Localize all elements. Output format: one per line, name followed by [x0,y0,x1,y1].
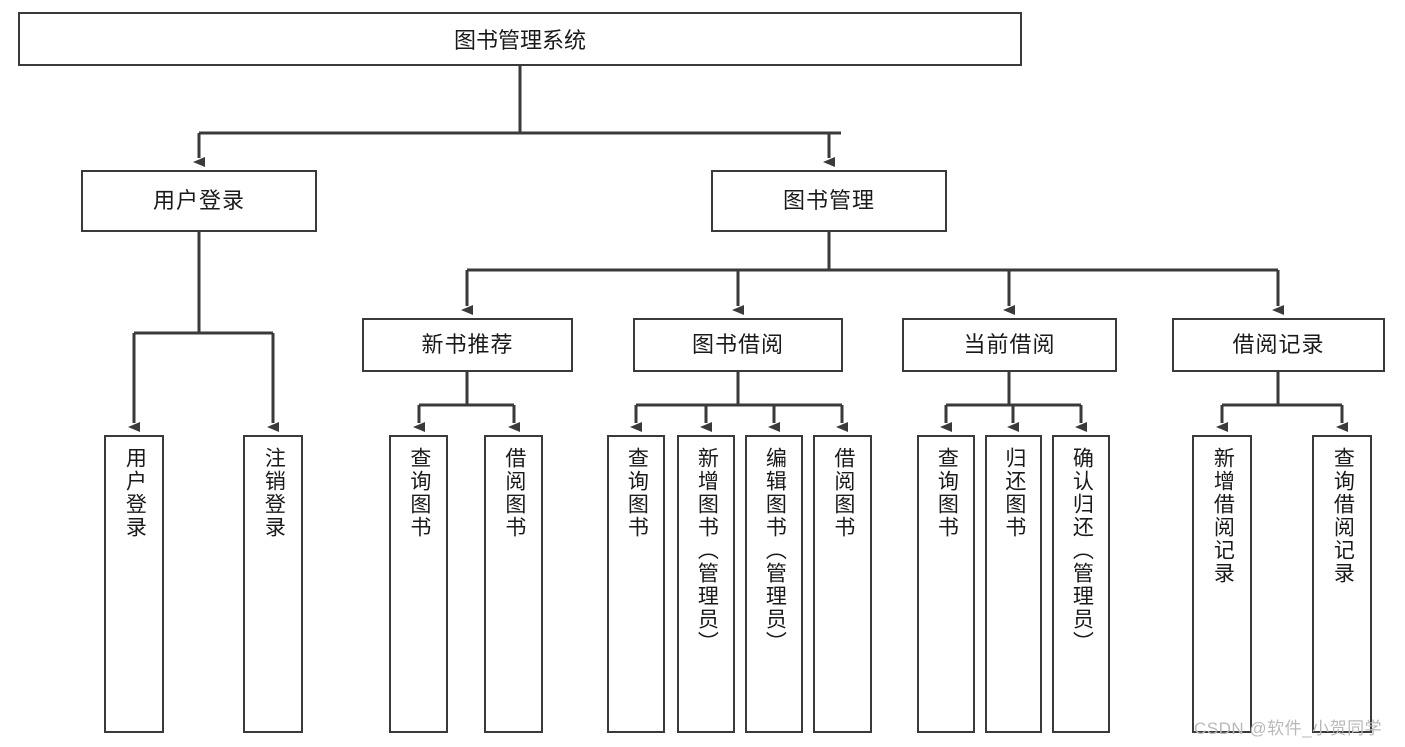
leaf-user-logout[interactable]: 注销登录 [243,435,303,733]
leaf-label: 新增借阅记录 [1211,447,1235,585]
leaf-borrow-books-recommend[interactable]: 借阅图书 [484,435,543,733]
node-current-borrow[interactable]: 当前借阅 [902,318,1117,372]
leaf-label: 注销登录 [262,447,286,539]
leaf-label: 查询借阅记录 [1331,447,1355,585]
node-root-system[interactable]: 图书管理系统 [18,12,1022,66]
leaf-confirm-return-admin[interactable]: 确认归还（管理员） [1052,435,1110,733]
leaf-label: 编辑图书（管理员） [763,447,787,654]
node-book-borrow[interactable]: 图书借阅 [633,318,843,372]
leaf-user-login[interactable]: 用户登录 [104,435,164,733]
node-user-login[interactable]: 用户登录 [81,170,317,232]
leaf-label: 归还图书 [1002,447,1026,539]
leaf-label: 查询图书 [935,447,959,539]
node-label: 图书借阅 [691,331,784,357]
node-label: 新书推荐 [421,331,514,357]
leaf-query-books-borrow[interactable]: 查询图书 [607,435,665,733]
leaf-query-books-recommend[interactable]: 查询图书 [389,435,448,733]
leaf-query-books-current[interactable]: 查询图书 [917,435,975,733]
leaf-label: 查询图书 [407,447,431,539]
watermark-text: CSDN @软件_小贺同学 [1194,719,1383,738]
leaf-label: 用户登录 [123,447,147,539]
leaf-add-book-admin[interactable]: 新增图书（管理员） [677,435,735,733]
node-label: 用户登录 [152,187,245,213]
leaf-label: 借阅图书 [831,447,855,539]
leaf-label: 新增图书（管理员） [695,447,719,654]
node-book-management[interactable]: 图书管理 [711,170,947,232]
node-label: 图书管理 [782,187,875,213]
leaf-label: 借阅图书 [502,447,526,539]
leaf-return-books[interactable]: 归还图书 [985,435,1042,733]
node-label: 图书管理系统 [453,28,586,53]
leaf-add-borrow-record[interactable]: 新增借阅记录 [1192,435,1252,733]
leaf-label: 查询图书 [625,447,649,539]
node-new-book-recommend[interactable]: 新书推荐 [362,318,573,372]
node-label: 借阅记录 [1232,331,1325,357]
leaf-borrow-books[interactable]: 借阅图书 [813,435,872,733]
leaf-edit-book-admin[interactable]: 编辑图书（管理员） [745,435,803,733]
leaf-label: 确认归还（管理员） [1070,447,1094,654]
node-borrow-record[interactable]: 借阅记录 [1172,318,1385,372]
node-label: 当前借阅 [963,331,1056,357]
leaf-query-borrow-record[interactable]: 查询借阅记录 [1312,435,1372,733]
